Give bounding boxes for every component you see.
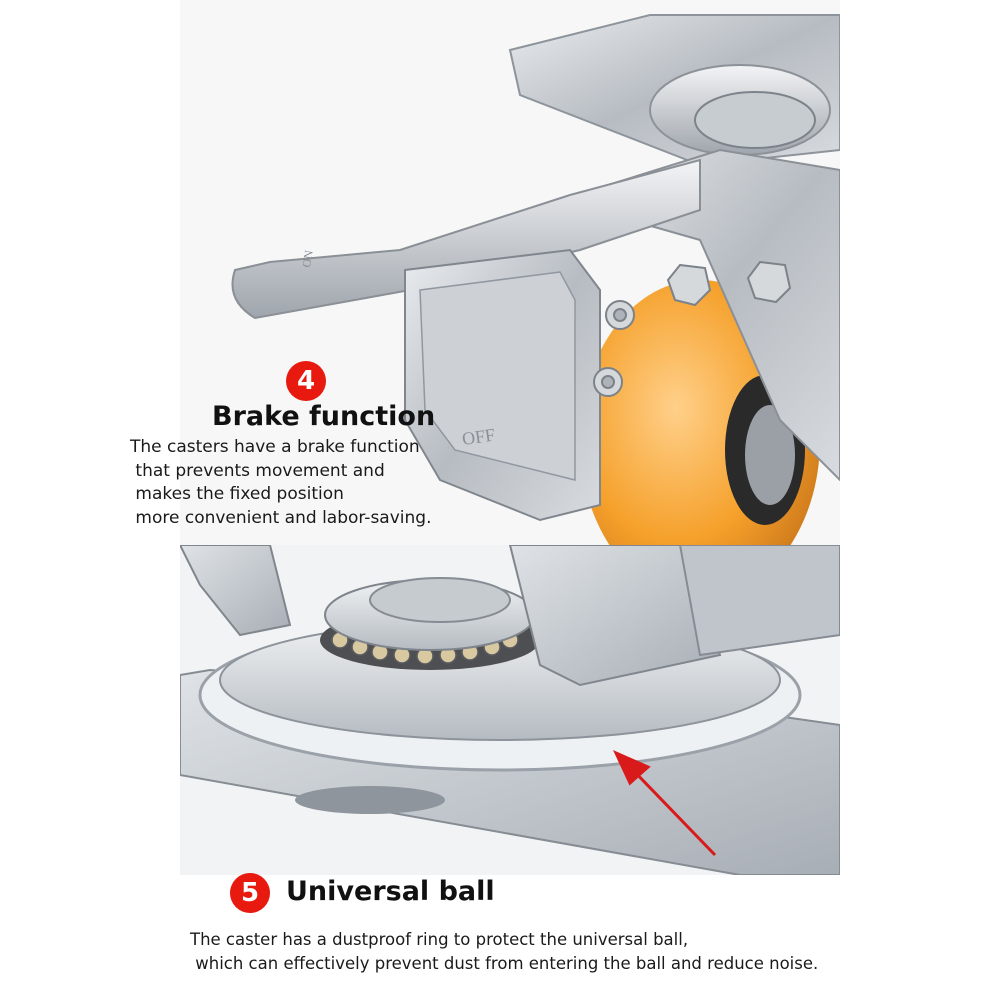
number-badge-5: 5 <box>230 873 270 913</box>
ball-description-line: The caster has a dustproof ring to prote… <box>190 930 689 949</box>
brake-photo: OFF ON <box>180 0 840 545</box>
bearing-photo <box>180 545 840 875</box>
brake-description-line: more convenient and labor-saving. <box>130 507 432 528</box>
brake-description-line: makes the fixed position <box>130 484 344 504</box>
pedal-mark-on: ON <box>299 249 316 269</box>
badge-number: 5 <box>240 878 260 908</box>
badge-number: 4 <box>296 366 316 396</box>
brake-description-line: The casters have a brake function <box>130 437 420 457</box>
ball-description-line: which can effectively prevent dust from … <box>190 954 819 973</box>
ball-heading: Universal ball <box>286 876 495 907</box>
brake-description: The casters have a brake function that p… <box>130 436 431 530</box>
brake-heading: Brake function <box>212 401 436 432</box>
red-arrow-icon <box>612 750 717 857</box>
pedal-mark-off: OFF <box>461 425 496 449</box>
ball-description: The caster has a dustproof ring to prote… <box>190 928 818 976</box>
number-badge-4: 4 <box>286 361 326 401</box>
brake-description-line: that prevents movement and <box>130 460 385 481</box>
